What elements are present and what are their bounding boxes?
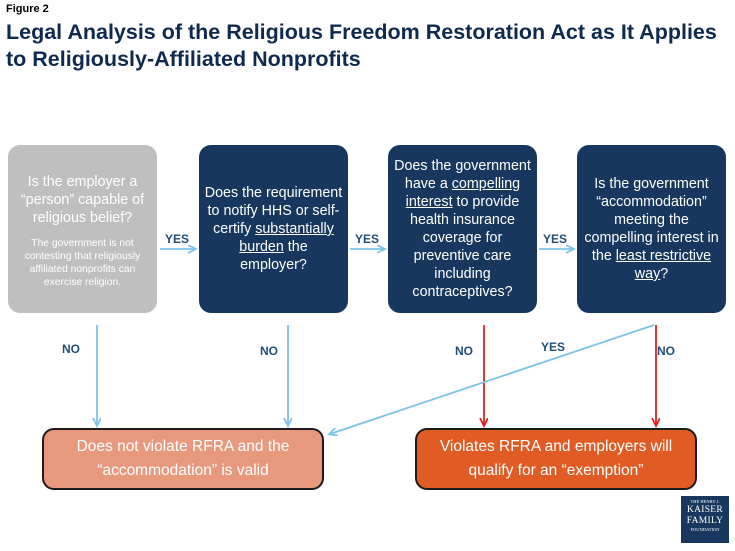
label-yes-2: YES [355,232,380,246]
question-person-text: Is the employer a “person” capable of re… [20,174,145,226]
label-no-3: NO [455,344,473,358]
underlined-term: least restrictive way [615,248,712,282]
question-person-box: Is the employer a “person” capable of re… [8,145,157,313]
outcome-exemption-box: Violates RFRA and employers will qualify… [415,428,697,490]
label-yes-1: YES [165,232,190,246]
label-yes-3: YES [543,232,568,246]
outcome-exemption-text: Violates RFRA and employers will qualify… [439,438,673,479]
label-no-2: NO [260,344,278,358]
question-burden-text: Does the requirement to notify HHS or se… [204,185,343,273]
kff-logo: THE HENRY J. KAISER FAMILY FOUNDATION [681,496,729,543]
underlined-term: compelling interest [405,176,521,210]
label-yes-4: YES [541,340,566,354]
question-interest-box: Does the government have a compelling in… [388,145,537,313]
question-restrictive-box: Is the government “accommodation” meetin… [577,145,726,313]
figure-label: Figure 2 [6,3,49,15]
logo-line-4: FOUNDATION [690,527,720,532]
question-burden-box: Does the requirement to notify HHS or se… [199,145,348,313]
arrow-yes-4 [330,324,655,434]
question-interest-text: Does the government have a compelling in… [394,158,531,300]
question-restrictive-text: Is the government “accommodation” meetin… [584,176,719,282]
outcome-valid-text: Does not violate RFRA and the “accommoda… [76,438,290,479]
outcome-valid-box: Does not violate RFRA and the “accommoda… [42,428,324,490]
label-no-4: NO [657,344,675,358]
logo-line-3: FAMILY [686,516,724,526]
question-person-note: The government is not contesting that re… [24,238,141,288]
logo-line-1: THE HENRY J. [690,499,720,504]
logo-line-2: KAISER [686,505,724,515]
label-no-1: NO [62,342,80,356]
underlined-term: substantially burden [239,221,334,255]
figure-title: Legal Analysis of the Religious Freedom … [6,20,717,71]
